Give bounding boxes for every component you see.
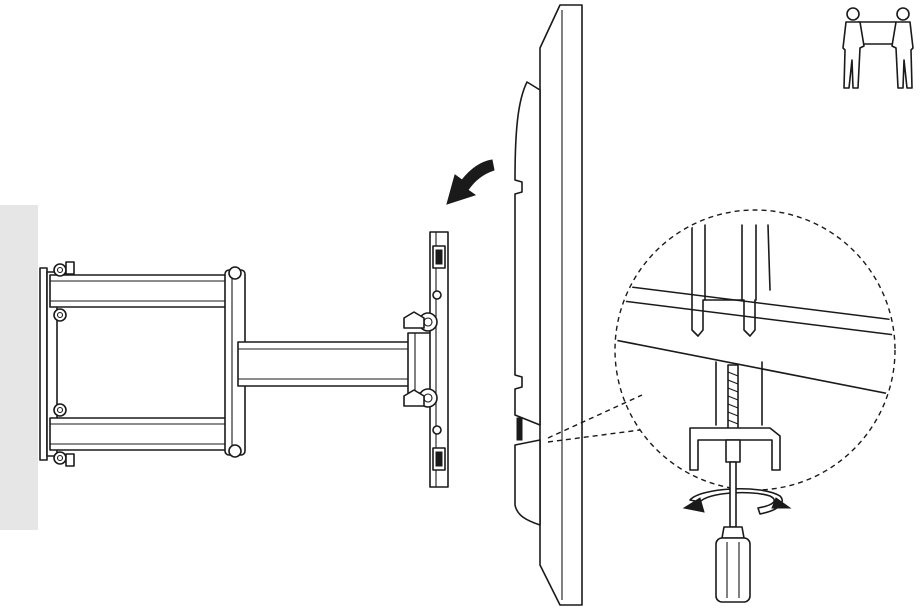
curved-arrow-icon — [446, 159, 495, 205]
detail-view — [617, 224, 893, 603]
rotation-arrow-icon — [682, 487, 792, 515]
detail-callout — [547, 209, 896, 491]
tv-profile — [514, 4, 583, 606]
two-person-lift-icon — [842, 7, 914, 89]
tv-bracket-plate — [403, 231, 449, 488]
wall-mount-arm — [39, 261, 441, 467]
screwdriver-icon — [715, 461, 751, 603]
wall — [0, 205, 38, 530]
